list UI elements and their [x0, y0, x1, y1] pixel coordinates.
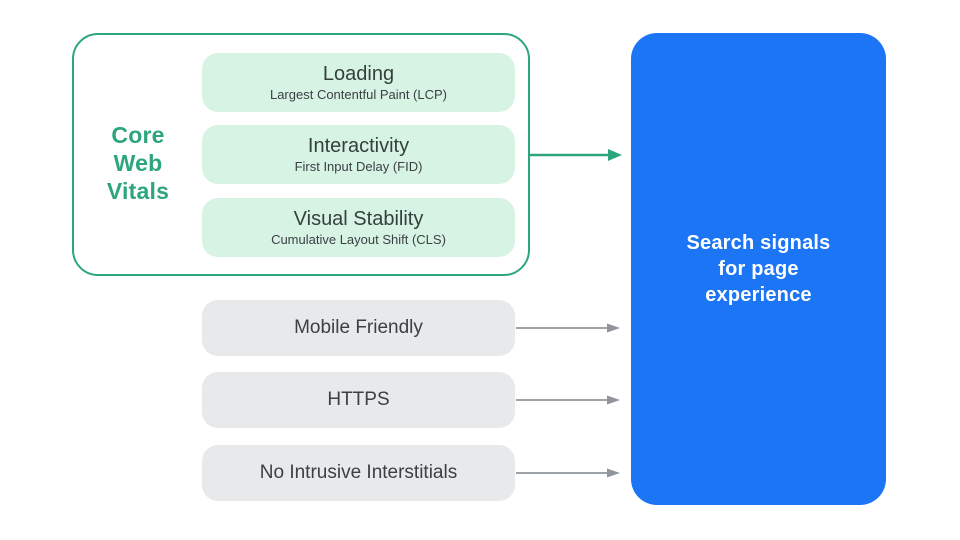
metric-subtitle: Cumulative Layout Shift (CLS) — [271, 232, 446, 247]
metric-title: Interactivity — [307, 135, 410, 157]
core-web-vitals-label-line-2: Web — [113, 150, 163, 176]
search-signals-result-box: Search signals for page experience — [631, 33, 886, 505]
signal-pill-mobile-friendly: Mobile Friendly — [202, 300, 515, 356]
metric-card-visual-stability: Visual Stability Cumulative Layout Shift… — [202, 198, 515, 257]
metric-subtitle: First Input Delay (FID) — [294, 159, 423, 174]
metric-subtitle: Largest Contentful Paint (LCP) — [269, 87, 448, 102]
core-web-vitals-label-line-1: Core — [111, 122, 165, 148]
mobile-friendly-connector-arrow-icon — [516, 323, 620, 333]
result-line-3: experience — [705, 284, 812, 306]
signal-pill-https: HTTPS — [202, 372, 515, 428]
result-line-1: Search signals — [686, 232, 831, 254]
metric-title: Visual Stability — [293, 208, 424, 230]
metric-card-loading: Loading Largest Contentful Paint (LCP) — [202, 53, 515, 112]
result-line-2: for page — [718, 258, 799, 280]
signal-label: No Intrusive Interstitials — [259, 462, 458, 483]
signal-label: Mobile Friendly — [294, 317, 423, 338]
core-web-vitals-label-line-3: Vitals — [106, 178, 170, 204]
core-web-vitals-label: Core Web Vitals — [73, 121, 203, 205]
no-intrusive-interstitials-connector-arrow-icon — [516, 468, 620, 478]
https-connector-arrow-icon — [516, 395, 620, 405]
metric-card-interactivity: Interactivity First Input Delay (FID) — [202, 125, 515, 184]
core-web-vitals-connector-arrow-icon — [529, 149, 622, 161]
signal-pill-no-intrusive-interstitials: No Intrusive Interstitials — [202, 445, 515, 501]
signal-label: HTTPS — [327, 389, 390, 410]
metric-title: Loading — [322, 63, 395, 85]
